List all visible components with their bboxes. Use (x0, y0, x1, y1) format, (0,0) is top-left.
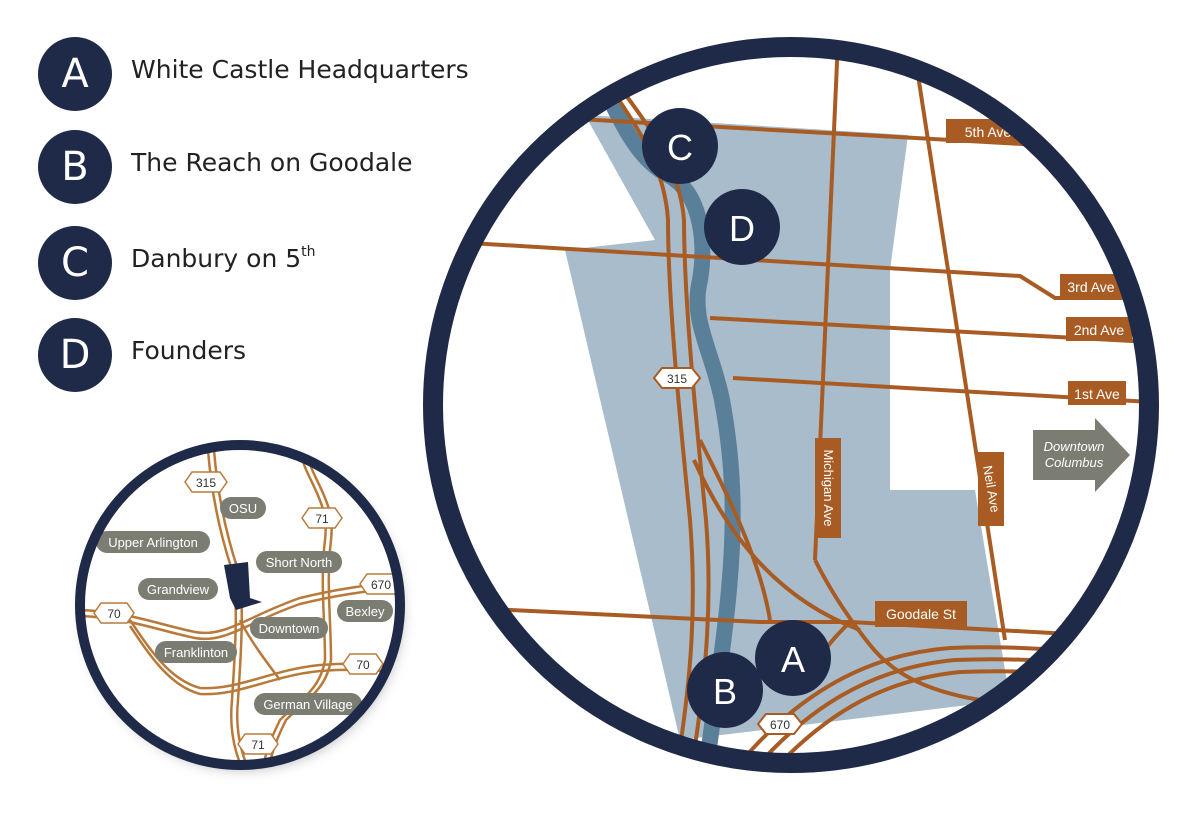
location-pointer-icon (224, 562, 262, 610)
neighborhood-label-osu: OSU (220, 497, 266, 519)
svg-text:3rd Ave: 3rd Ave (1067, 279, 1114, 295)
svg-text:Downtown: Downtown (259, 621, 320, 636)
svg-text:German Village: German Village (263, 697, 352, 712)
overview-map-border (75, 440, 405, 770)
svg-text:Michigan Ave: Michigan Ave (821, 449, 836, 526)
street-label-michigan-ave: Michigan Ave (815, 438, 841, 538)
street-label-1st-ave: 1st Ave (1068, 381, 1126, 405)
svg-text:Downtown: Downtown (1044, 439, 1105, 454)
svg-text:315: 315 (196, 476, 216, 490)
shaded-area (565, 115, 1010, 740)
svg-text:Franklinton: Franklinton (164, 645, 228, 660)
svg-text:670: 670 (770, 718, 790, 732)
svg-text:B: B (713, 671, 737, 712)
legend-marker-b: B (38, 130, 112, 204)
legend-label-a: White Castle Headquarters (131, 55, 469, 84)
svg-text:D: D (729, 208, 755, 249)
neighborhood-label-franklinton: Franklinton (155, 641, 237, 663)
legend-item-b: B The Reach on Goodale (38, 130, 498, 204)
svg-text:Upper Arlington: Upper Arlington (108, 535, 198, 550)
svg-text:Bexley: Bexley (345, 604, 385, 619)
map-marker-a[interactable]: A (755, 620, 831, 696)
svg-text:A: A (781, 639, 805, 680)
legend-marker-c: C (38, 226, 112, 300)
legend-label-b: The Reach on Goodale (131, 148, 413, 177)
downtown-columbus-arrow[interactable]: Downtown Columbus (1033, 418, 1130, 492)
detail-map-border (423, 37, 1159, 773)
overview-shield-70-east: 70 (342, 653, 384, 675)
map-marker-d[interactable]: D (704, 189, 780, 265)
overview-shield-315: 315 (184, 471, 228, 493)
legend-item-d: D Founders (38, 318, 498, 392)
neighborhood-label-bexley: Bexley (337, 600, 393, 622)
svg-text:Columbus: Columbus (1045, 455, 1104, 470)
svg-text:C: C (667, 127, 693, 168)
legend-item-c: C Danbury on 5th (38, 226, 498, 300)
svg-text:70: 70 (356, 658, 370, 672)
map-marker-c[interactable]: C (642, 108, 718, 184)
highway-shield-315: 315 (652, 367, 702, 389)
highway-shield-670: 670 (756, 713, 804, 735)
svg-text:Grandview: Grandview (147, 582, 210, 597)
svg-text:Short North: Short North (266, 555, 332, 570)
neighborhood-label-upper-arlington: Upper Arlington (96, 531, 210, 553)
svg-text:70: 70 (107, 607, 121, 621)
overview-shield-71-north: 71 (301, 507, 343, 529)
legend-marker-a: A (38, 37, 112, 111)
legend-label-c: Danbury on 5th (131, 243, 316, 273)
svg-text:71: 71 (315, 512, 329, 526)
svg-text:5th Ave: 5th Ave (965, 124, 1012, 140)
street-label-goodale-st: Goodale St (875, 601, 967, 627)
svg-text:1st Ave: 1st Ave (1074, 386, 1120, 402)
svg-text:71: 71 (251, 738, 265, 752)
overview-shield-71-south: 71 (237, 733, 279, 755)
detail-map[interactable]: 5th Ave 3rd Ave 2nd Ave 1st Ave Michigan… (423, 37, 1159, 785)
neighborhood-label-german-village: German Village (254, 693, 362, 715)
neighborhood-label-grandview: Grandview (138, 578, 218, 600)
neighborhood-label-short-north: Short North (256, 551, 342, 573)
street-label-neil-ave: Neil Ave (978, 452, 1004, 526)
svg-text:Goodale St: Goodale St (886, 606, 956, 622)
overview-map[interactable]: OSU Upper Arlington Short North Grandvie… (75, 440, 410, 790)
overview-shield-70-west: 70 (93, 602, 135, 624)
legend-marker-d: D (38, 318, 112, 392)
street-label-2nd-ave: 2nd Ave (1066, 317, 1132, 341)
legend-label-d: Founders (131, 336, 247, 365)
svg-text:315: 315 (667, 372, 687, 386)
map-marker-b[interactable]: B (687, 652, 763, 728)
neighborhood-label-downtown: Downtown (250, 617, 328, 639)
legend-item-a: A White Castle Headquarters (38, 37, 498, 111)
svg-text:670: 670 (371, 578, 391, 592)
svg-text:2nd Ave: 2nd Ave (1074, 322, 1125, 338)
street-label-3rd-ave: 3rd Ave (1060, 274, 1122, 298)
svg-text:OSU: OSU (229, 501, 257, 516)
